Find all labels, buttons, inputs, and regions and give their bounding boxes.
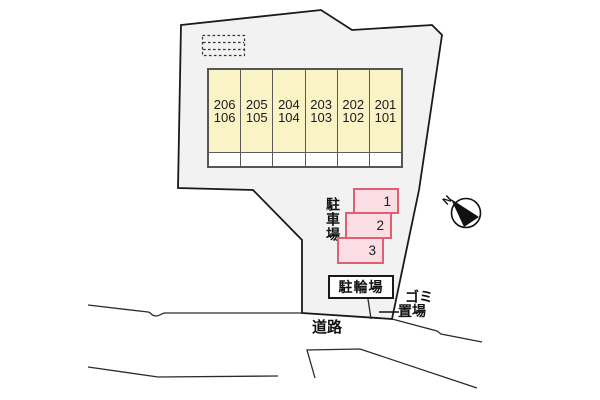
building-unit: 201 101 — [369, 70, 402, 166]
garbage-area-label: ゴミ 置場 — [398, 290, 433, 318]
balcony-strip — [273, 152, 305, 166]
garbage-label-line2: 置場 — [398, 303, 426, 319]
parking-space-2: 2 — [345, 212, 392, 239]
parking-space-number: 1 — [383, 193, 391, 209]
unit-number-upper: 206 — [213, 97, 236, 112]
building-unit: 206 106 — [209, 70, 242, 166]
north-arrow-needle — [451, 199, 479, 227]
bicycle-parking-box: 駐輪場 — [328, 275, 394, 299]
building-unit: 203 103 — [305, 70, 338, 166]
parking-space-1: 1 — [353, 188, 399, 214]
unit-numbers: 206 106 — [209, 70, 241, 152]
stairs-dotted-area — [201, 34, 246, 57]
unit-numbers: 201 101 — [369, 70, 402, 152]
bicycle-parking-label: 駐輪場 — [338, 279, 384, 295]
unit-number-upper: 201 — [374, 97, 397, 112]
garbage-label-line1: ゴミ — [405, 289, 433, 305]
unit-numbers: 205 105 — [241, 70, 273, 152]
parking-space-3: 3 — [337, 237, 384, 264]
road-far-parcel-corner — [306, 348, 478, 389]
parking-area-label: 駐車場 — [325, 197, 341, 242]
north-label: N — [441, 193, 455, 207]
unit-number-lower: 106 — [213, 110, 236, 125]
parking-space-number: 2 — [376, 218, 384, 233]
road-label: 道路 — [312, 319, 343, 336]
building-unit: 205 105 — [241, 70, 274, 166]
garbage-divider-line — [367, 298, 372, 320]
balcony-strip — [209, 152, 241, 166]
unit-number-upper: 203 — [310, 97, 332, 112]
unit-number-lower: 103 — [310, 110, 332, 125]
unit-numbers: 202 102 — [337, 70, 369, 152]
unit-number-lower: 101 — [374, 110, 397, 125]
road-far-edge-left — [87, 366, 279, 378]
unit-number-upper: 202 — [342, 97, 365, 112]
unit-numbers: 204 104 — [273, 70, 305, 152]
balcony-strip — [369, 152, 402, 166]
building-unit: 202 102 — [337, 70, 370, 166]
balcony-strip — [337, 152, 369, 166]
balcony-strip — [305, 152, 337, 166]
north-arrow-icon: N — [441, 193, 482, 229]
road-near-edge-left — [87, 304, 302, 317]
balcony-strip — [241, 152, 273, 166]
road-near-edge-right — [391, 318, 483, 343]
unit-number-lower: 105 — [245, 110, 268, 125]
unit-number-lower: 104 — [278, 110, 300, 125]
parking-space-number: 3 — [368, 243, 376, 258]
unit-numbers: 203 103 — [305, 70, 337, 152]
apartment-building: 206 106 205 105 204 104 203 103 — [207, 68, 403, 168]
unit-number-lower: 102 — [342, 110, 365, 125]
unit-number-upper: 204 — [278, 97, 300, 112]
unit-number-upper: 205 — [245, 97, 268, 112]
building-unit: 204 104 — [273, 70, 306, 166]
